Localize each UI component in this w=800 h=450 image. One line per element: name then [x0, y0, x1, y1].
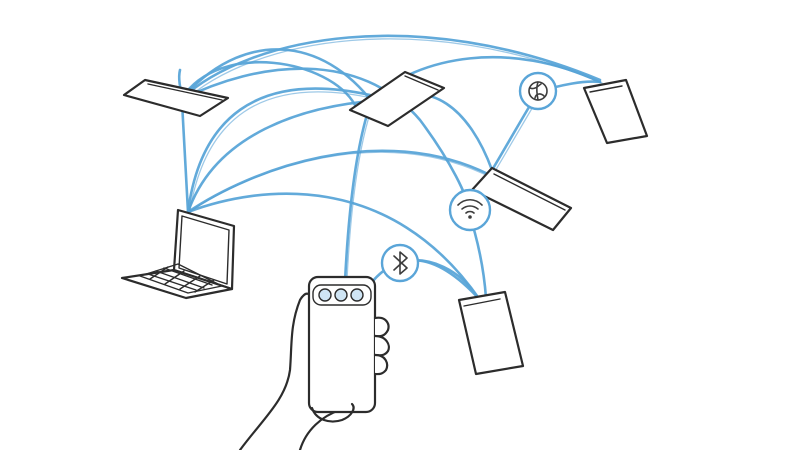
tablet-device: [348, 70, 446, 128]
wifi-badge: [448, 188, 492, 232]
bluetooth-icon: [393, 251, 408, 275]
laptop-device: [120, 208, 236, 300]
wifi-icon: [457, 198, 483, 219]
smartphone-device: [582, 78, 649, 145]
bluetooth-badge: [380, 243, 420, 283]
tablet-device: [470, 166, 573, 232]
hand-holding-phone: [238, 275, 390, 450]
tablet-device: [122, 78, 230, 118]
globe-badge: [518, 71, 558, 111]
smartphone-device: [457, 290, 525, 376]
globe-icon: [528, 81, 548, 101]
